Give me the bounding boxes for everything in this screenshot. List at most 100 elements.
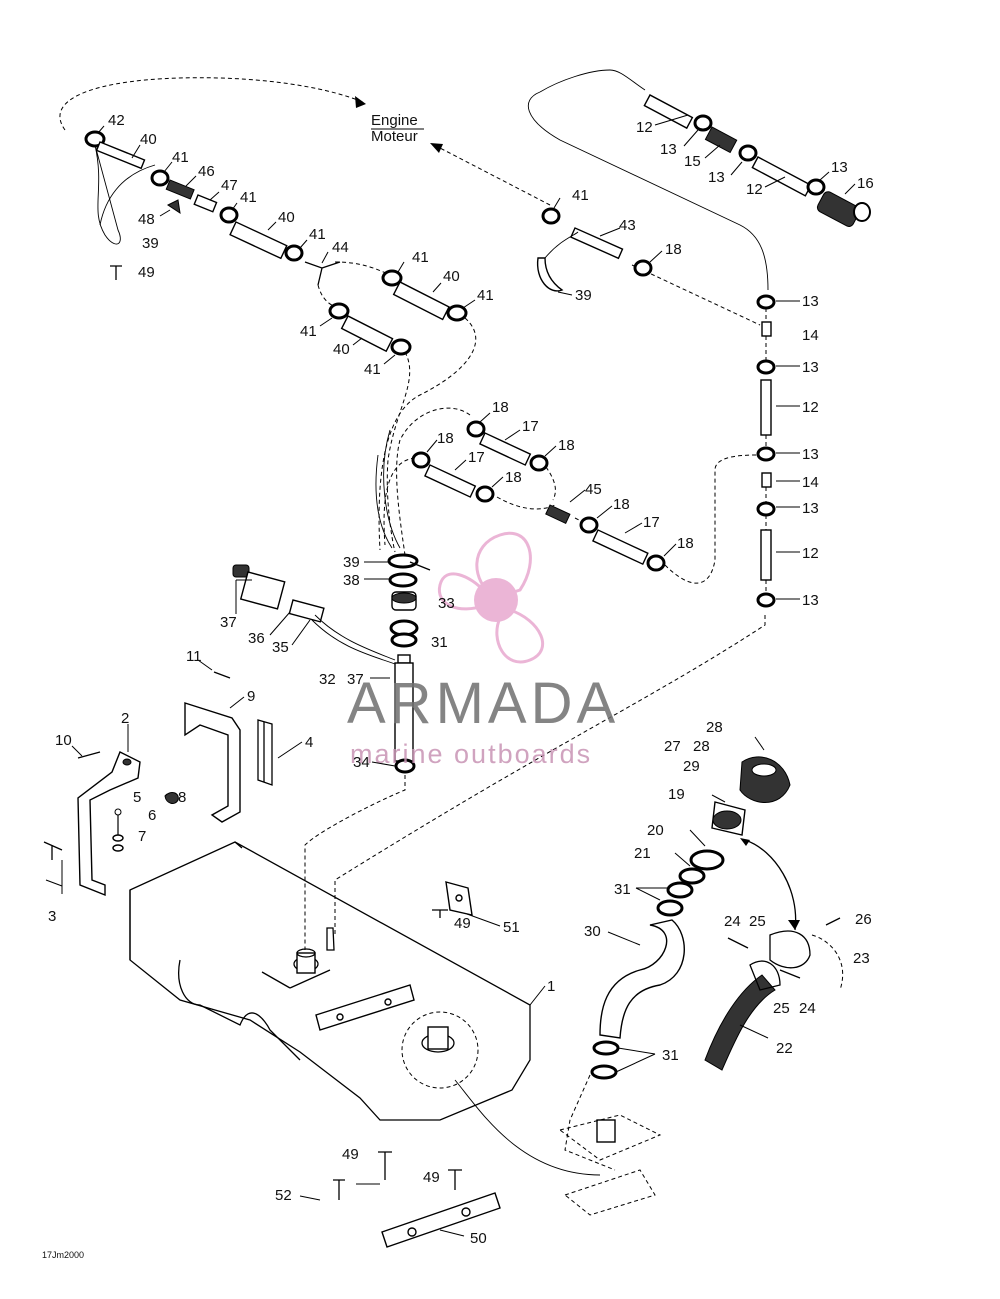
callout-29: 29	[683, 758, 700, 775]
callout-41: 41	[364, 361, 381, 378]
callout-18: 18	[677, 535, 694, 552]
part-callouts: 42 40 41 46 47 48 41 39 49 40 41 44 41 4…	[42, 112, 874, 1260]
callout-18: 18	[558, 437, 575, 454]
callout-52: 52	[275, 1187, 292, 1204]
callout-19: 19	[668, 786, 685, 803]
callout-13: 13	[802, 446, 819, 463]
callout-37: 37	[347, 671, 364, 688]
callout-18: 18	[437, 430, 454, 447]
callout-49: 49	[423, 1169, 440, 1186]
callout-18: 18	[665, 241, 682, 258]
callout-13: 13	[660, 141, 677, 158]
callout-35: 35	[272, 639, 289, 656]
sender-unit	[232, 564, 396, 665]
callout-28: 28	[706, 719, 723, 736]
callout-25: 25	[773, 1000, 790, 1017]
callout-9: 9	[247, 688, 255, 705]
engine-direction: Engine Moteur	[59, 77, 551, 206]
callout-1: 1	[547, 978, 555, 995]
callout-32: 32	[319, 671, 336, 688]
armada-watermark: ARMADA marine outboards	[347, 531, 619, 769]
right-vertical-line	[756, 294, 776, 608]
callout-18: 18	[492, 399, 509, 416]
callout-41: 41	[412, 249, 429, 266]
watermark-brand: ARMADA	[347, 671, 619, 736]
callout-17: 17	[643, 514, 660, 531]
callout-40: 40	[140, 131, 157, 148]
callout-47: 47	[221, 177, 238, 194]
callout-17: 17	[468, 449, 485, 466]
middle-top-hose	[536, 207, 653, 292]
callout-13: 13	[802, 500, 819, 517]
callout-41: 41	[309, 226, 326, 243]
callout-33: 33	[438, 595, 455, 612]
callout-42: 42	[108, 112, 125, 129]
filler-cap-assembly	[454, 756, 844, 1216]
callout-51: 51	[503, 919, 520, 936]
callout-12: 12	[746, 181, 763, 198]
callout-13: 13	[708, 169, 725, 186]
callout-39: 39	[142, 235, 159, 252]
callout-25: 25	[749, 913, 766, 930]
callout-3: 3	[48, 908, 56, 925]
callout-26: 26	[855, 911, 872, 928]
callout-14: 14	[802, 327, 819, 344]
callout-16: 16	[857, 175, 874, 192]
callout-11: 11	[186, 648, 202, 665]
callout-38: 38	[343, 572, 360, 589]
callout-31: 31	[614, 881, 631, 898]
callout-12: 12	[802, 545, 819, 562]
upper-left-hose-assembly	[84, 130, 468, 356]
callout-13: 13	[802, 359, 819, 376]
callout-17: 17	[522, 418, 539, 435]
callout-12: 12	[802, 399, 819, 416]
callout-15: 15	[684, 153, 701, 170]
callout-37: 37	[220, 614, 237, 631]
callout-6: 6	[148, 807, 156, 824]
callout-13: 13	[831, 159, 848, 176]
callout-22: 22	[776, 1040, 793, 1057]
callout-43: 43	[619, 217, 636, 234]
callout-44: 44	[332, 239, 349, 256]
callout-2: 2	[121, 710, 129, 727]
leader-lines	[71, 114, 856, 1237]
callout-12: 12	[636, 119, 653, 136]
callout-13: 13	[802, 592, 819, 609]
callout-49: 49	[138, 264, 155, 281]
callout-18: 18	[505, 469, 522, 486]
callout-30: 30	[584, 923, 601, 940]
callout-45: 45	[585, 481, 602, 498]
callout-40: 40	[443, 268, 460, 285]
callout-34: 34	[353, 754, 370, 771]
callout-41: 41	[240, 189, 257, 206]
callout-10: 10	[55, 732, 72, 749]
middle-hose-assembly	[411, 420, 666, 572]
moteur-label: Moteur	[371, 128, 418, 145]
callout-41: 41	[300, 323, 317, 340]
callout-46: 46	[198, 163, 215, 180]
callout-49: 49	[454, 915, 471, 932]
callout-36: 36	[248, 630, 265, 647]
callout-24: 24	[799, 1000, 816, 1017]
callout-5: 5	[133, 789, 141, 806]
callout-39: 39	[343, 554, 360, 571]
callout-40: 40	[333, 341, 350, 358]
callout-21: 21	[634, 845, 651, 862]
upper-right-assembly	[643, 94, 871, 227]
callout-40: 40	[278, 209, 295, 226]
callout-39: 39	[575, 287, 592, 304]
callout-4: 4	[305, 734, 313, 751]
callout-50: 50	[470, 1230, 487, 1247]
callout-31: 31	[431, 634, 448, 651]
callout-18: 18	[613, 496, 630, 513]
callout-41: 41	[477, 287, 494, 304]
diagram-code: 17Jm2000	[42, 1250, 84, 1260]
callout-24: 24	[724, 913, 741, 930]
callout-49: 49	[342, 1146, 359, 1163]
callout-23: 23	[853, 950, 870, 967]
callout-31: 31	[662, 1047, 679, 1064]
left-bracket-assembly	[43, 671, 273, 897]
callout-27: 27	[664, 738, 681, 755]
filler-neck-stack	[387, 553, 431, 774]
